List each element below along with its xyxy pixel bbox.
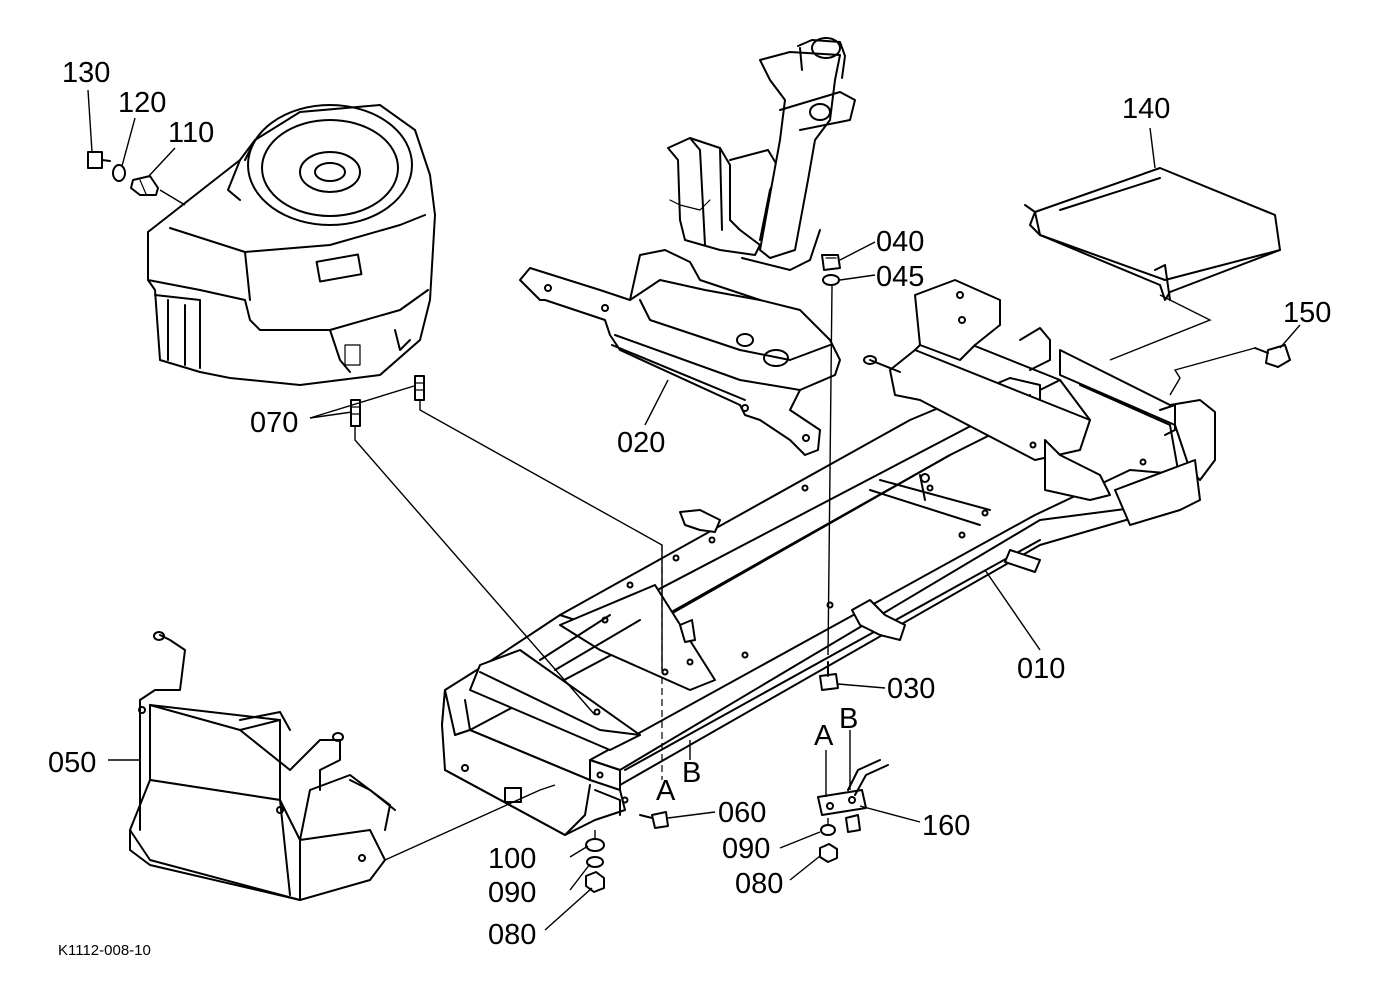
engine: [147, 104, 436, 386]
ref-a-left: A: [656, 775, 676, 807]
front-bumper-050: [129, 631, 396, 901]
label-020: 020: [617, 427, 665, 459]
washer-090-right: [820, 824, 836, 836]
label-110: 110: [168, 117, 214, 149]
label-120: 120: [118, 87, 166, 119]
washer-045: [822, 274, 840, 286]
bolt-150: [1254, 344, 1291, 368]
label-040: 040: [876, 226, 924, 258]
label-030: 030: [887, 673, 935, 705]
steering-support-020: [519, 37, 856, 456]
bolt-130: [87, 151, 111, 169]
bolt-030: [819, 661, 839, 691]
label-150: 150: [1283, 297, 1331, 329]
ref-a-right: A: [814, 720, 834, 752]
label-130: 130: [62, 57, 110, 89]
label-080-left: 080: [488, 919, 536, 951]
stud-070-right: [414, 375, 425, 401]
part-labels: 130 120 110 070 020 040 045 140 150 010 …: [48, 57, 1331, 959]
nut-080-right: [819, 843, 838, 863]
bracket-160: [817, 759, 889, 833]
spacer-110: [130, 175, 159, 196]
label-140: 140: [1122, 93, 1170, 125]
label-160: 160: [922, 810, 970, 842]
diagram-code: K1112-008-10: [58, 942, 151, 959]
label-070: 070: [250, 407, 298, 439]
label-060: 060: [718, 797, 766, 829]
label-080-right: 080: [735, 868, 783, 900]
bolt-060: [639, 811, 669, 829]
label-090-right: 090: [722, 833, 770, 865]
washer-120: [112, 164, 126, 182]
main-frame-010: [441, 279, 1216, 836]
leader-lines: [87, 89, 1301, 931]
label-100: 100: [488, 843, 536, 875]
nut-040: [821, 254, 841, 271]
ref-b-right: B: [839, 703, 858, 735]
nut-080-left: [585, 871, 605, 893]
label-045: 045: [876, 261, 924, 293]
ref-b-left: B: [682, 757, 701, 789]
washer-090-left: [586, 856, 604, 868]
cover-140: [1024, 167, 1281, 301]
label-050: 050: [48, 747, 96, 779]
label-010: 010: [1017, 653, 1065, 685]
label-090-left: 090: [488, 877, 536, 909]
washer-100: [585, 838, 605, 852]
